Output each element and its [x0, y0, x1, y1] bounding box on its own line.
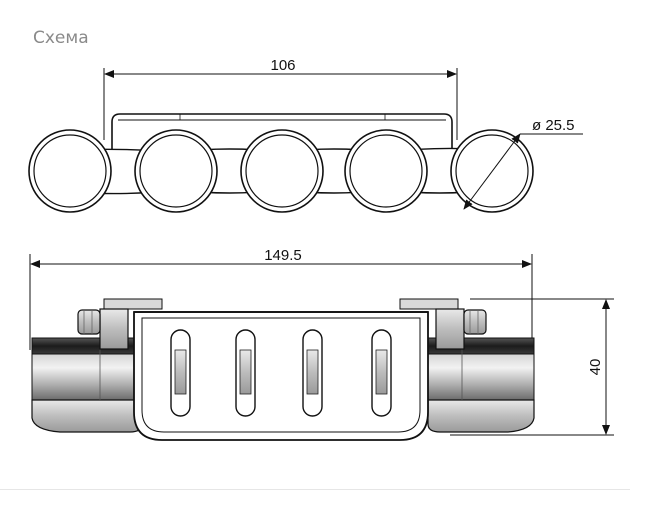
lamp-circle [344, 129, 428, 213]
bracket-slot [170, 329, 191, 417]
left-clamp [77, 298, 163, 350]
section-title: Схема [33, 28, 89, 48]
bracket-slot [371, 329, 392, 417]
front-bracket [133, 311, 429, 441]
diameter-leader-line [463, 133, 521, 210]
width-dimension-label: 106 [270, 57, 295, 74]
right-lamp-body [427, 337, 535, 433]
left-lamp-body [31, 337, 143, 433]
height-dimension-label: 40 [587, 359, 604, 376]
lamp-circle [240, 129, 324, 213]
top-view: 106 ø 25.5 [28, 57, 583, 213]
length-dimension-label: 149.5 [264, 247, 302, 264]
right-clamp [399, 298, 487, 350]
bracket-slot [235, 329, 256, 417]
lamp-circle [28, 129, 112, 213]
bottom-divider [0, 489, 630, 490]
bracket-slot [302, 329, 323, 417]
diameter-dimension-label: ø 25.5 [532, 117, 575, 134]
side-view: 149.5 40 [29, 247, 614, 441]
lamp-circle [134, 129, 218, 213]
